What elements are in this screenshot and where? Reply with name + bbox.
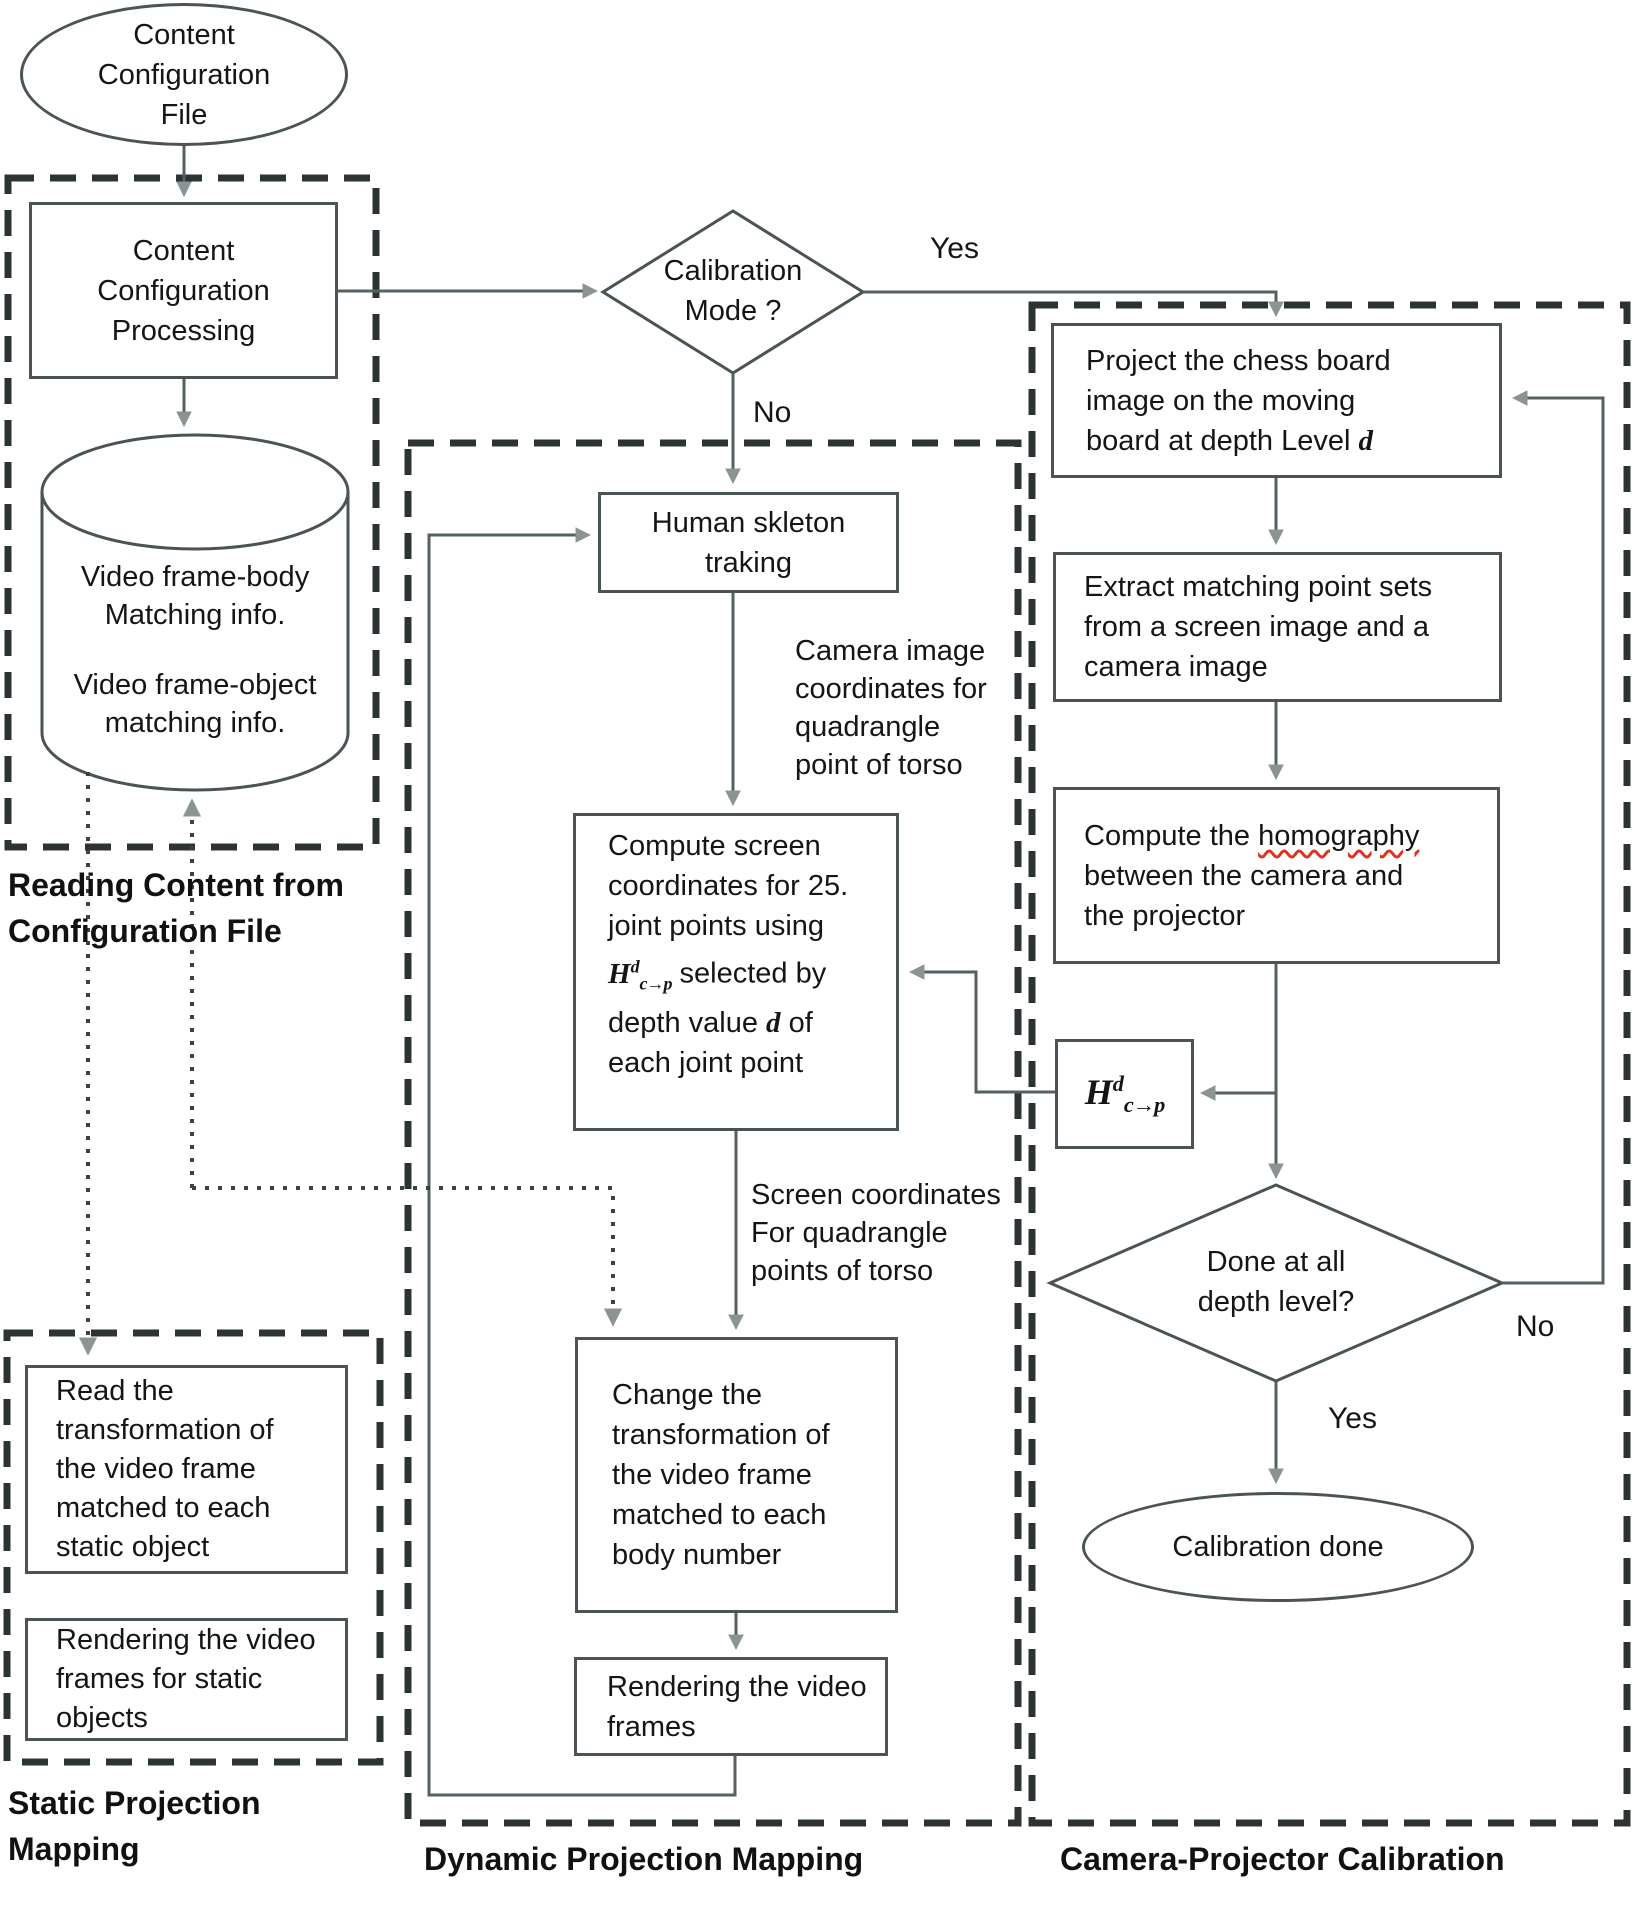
annotation-line: coordinates for <box>795 673 987 705</box>
section-label-dynamic-projection: Dynamic Projection Mapping <box>424 1841 864 1877</box>
node-line: depth value d of <box>608 1006 813 1039</box>
node-line: transformation of <box>56 1414 274 1446</box>
node-line: Compute screen <box>608 830 821 862</box>
node-matching-info-database: Video frame-body Matching info. Video fr… <box>42 540 348 760</box>
node-line: Mode ? <box>684 295 782 327</box>
node-extract-matching-points: Extract matching point sets from a scree… <box>1053 552 1502 702</box>
edge-label-no-calibration: No <box>753 396 792 429</box>
edge-label-yes-depth: Yes <box>1328 1402 1377 1435</box>
node-read-transformation-static: Read the transformation of the video fra… <box>25 1365 348 1574</box>
annotation-line: For quadrangle <box>751 1217 948 1249</box>
node-human-skeleton-tracking: Human skleton traking <box>598 492 899 593</box>
node-line: Content <box>133 18 235 51</box>
node-line: Extract matching point sets <box>1084 571 1433 603</box>
node-content-configuration-file: Content Configuration File <box>20 3 348 146</box>
arrow-no-loop-to-project <box>1502 390 1605 1285</box>
node-content-configuration-processing: Content Configuration Processing <box>29 202 338 379</box>
node-line: frames <box>607 1710 696 1743</box>
node-line: between the camera and <box>1084 859 1404 892</box>
node-line: the video frame <box>612 1459 812 1491</box>
node-rendering-video-frames: Rendering the video frames <box>574 1657 888 1756</box>
node-line-math: Hdc→p selected by <box>608 956 827 993</box>
node-line: matched to each <box>56 1492 271 1524</box>
annotation-camera-image-coordinates: Camera image coordinates for quadrangle … <box>795 632 1065 784</box>
node-line: Project the chess board <box>1086 344 1391 377</box>
node-line: Matching info. <box>104 599 286 631</box>
node-change-transformation: Change the transformation of the video f… <box>575 1337 898 1613</box>
node-line: Content <box>132 234 235 267</box>
node-line: Done at all <box>1206 1246 1346 1278</box>
node-line: the video frame <box>56 1453 256 1485</box>
node-line: Configuration <box>97 58 271 91</box>
section-label-static-projection: Static Projection Mapping <box>8 1780 261 1872</box>
node-line: Compute the homography <box>1084 819 1420 852</box>
node-line: static object <box>56 1531 210 1563</box>
dotted-db-to-change <box>192 1186 623 1327</box>
decision-done-at-all-depth: Done at all depth level? <box>1156 1242 1396 1322</box>
node-line: objects <box>56 1702 148 1734</box>
annotation-line: Camera image <box>795 635 986 667</box>
node-line: from a screen image and a <box>1084 611 1429 643</box>
node-line: depth level? <box>1197 1286 1355 1318</box>
node-line: joint points using <box>608 910 825 942</box>
node-line: coordinates for 25. <box>608 870 849 902</box>
section-label-line: Mapping <box>8 1831 140 1867</box>
node-line: transformation of <box>612 1419 830 1451</box>
node-line: board at depth Level d <box>1086 424 1373 457</box>
node-line: each joint point <box>608 1046 804 1079</box>
node-line: camera image <box>1084 651 1268 683</box>
edge-label-yes-calibration: Yes <box>930 232 979 265</box>
database-cylinder-shape <box>40 433 350 792</box>
node-line: Configuration <box>97 274 270 307</box>
node-line: File <box>160 98 208 131</box>
static-section-frame <box>3 1329 384 1766</box>
node-line: Calibration done <box>1172 1531 1384 1563</box>
node-line: Video frame-body <box>80 561 310 593</box>
annotation-line: Screen coordinates <box>751 1179 1001 1211</box>
node-line: body number <box>612 1539 782 1571</box>
section-label-line: Configuration File <box>8 913 282 949</box>
calibration-section-frame <box>1028 301 1631 1827</box>
dotted-arrows <box>78 772 623 1356</box>
node-line: traking <box>704 546 793 579</box>
node-line: matching info. <box>104 707 286 739</box>
solid-arrows <box>176 132 1605 1797</box>
node-line: Rendering the video <box>607 1670 867 1703</box>
arrow-yes-to-project <box>863 290 1284 318</box>
node-line: Change the <box>612 1379 762 1411</box>
node-homography-matrix: Hdc→p <box>1055 1039 1194 1149</box>
node-line: Video frame-object <box>73 669 317 701</box>
node-line: Read the <box>56 1375 174 1407</box>
dynamic-section-frame <box>404 439 1022 1827</box>
node-line: matched to each <box>612 1499 827 1531</box>
arrow-hmatrix-to-compute <box>908 964 1055 1094</box>
section-label-line: Static Projection <box>8 1785 261 1821</box>
node-calibration-done: Calibration done <box>1082 1492 1474 1602</box>
annotation-line: quadrangle <box>795 711 941 743</box>
node-line: Human skleton <box>651 506 846 539</box>
annotation-line: point of torso <box>795 749 963 781</box>
edge-label-no-depth: No <box>1516 1310 1555 1343</box>
node-line: Rendering the video <box>56 1624 316 1656</box>
node-compute-screen-coordinates: Compute screen coordinates for 25. joint… <box>573 813 899 1131</box>
section-label-reading-content: Reading Content from Configuration File <box>8 862 344 954</box>
node-rendering-static-objects: Rendering the video frames for static ob… <box>25 1618 348 1741</box>
arrow-rendering-loop-to-skeleton <box>427 527 737 1797</box>
annotation-screen-coordinates: Screen coordinates For quadrangle points… <box>751 1176 1041 1290</box>
node-project-chess-board: Project the chess board image on the mov… <box>1051 323 1502 478</box>
section-label-line: Reading Content from <box>8 867 344 903</box>
node-compute-homography: Compute the homography between the camer… <box>1053 787 1500 964</box>
node-line: the projector <box>1084 899 1246 932</box>
node-line: Processing <box>111 314 256 347</box>
node-line: frames for static <box>56 1663 263 1695</box>
node-line: image on the moving <box>1086 384 1356 417</box>
node-line: Calibration <box>663 255 803 287</box>
annotation-line: points of torso <box>751 1255 934 1287</box>
decision-calibration-mode: Calibration Mode ? <box>633 251 833 331</box>
section-label-camera-projector-calibration: Camera-Projector Calibration <box>1060 1841 1505 1877</box>
node-line-math: Hdc→p <box>1084 1070 1166 1117</box>
